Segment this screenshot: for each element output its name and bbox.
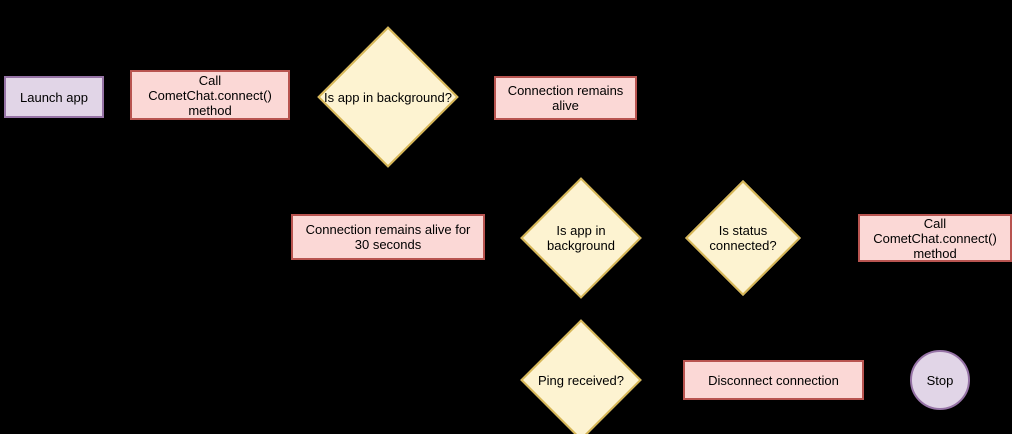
edge-ping-to-disconnect (638, 380, 683, 381)
edge-decision1-down (388, 168, 389, 186)
arrowhead-ping-to-disconnect (677, 376, 683, 384)
node-connect-method-2-label: Call CometChat.connect() method (873, 215, 997, 261)
node-connection-alive-label: Connection remains alive (507, 83, 624, 113)
arrowhead-decision3-to-connect2 (852, 234, 858, 242)
arrowhead-decision1-to-alive (488, 93, 494, 101)
node-disconnect-connection-label: Disconnect connection (708, 372, 839, 388)
decision-diamond-shape (685, 180, 801, 296)
arrowhead-disconnect-to-stop (904, 376, 910, 384)
decision-diamond-shape (520, 319, 642, 434)
node-disconnect-connection[interactable]: Disconnect connection (683, 360, 864, 400)
node-launch-app-label: Launch app (20, 89, 88, 105)
node-ping-received[interactable]: Ping received? (520, 319, 642, 434)
node-is-app-background-1[interactable]: Is app in background? (317, 26, 459, 168)
node-connect-method-2[interactable]: Call CometChat.connect() method (858, 214, 1012, 262)
node-connect-method-1[interactable]: Call CometChat.connect() method (130, 70, 290, 120)
edge-launch-to-connect (104, 97, 130, 98)
node-is-status-connected[interactable]: Is status connected? (685, 180, 801, 296)
decision-diamond-shape (317, 26, 459, 168)
edge-disconnect-to-stop (864, 380, 910, 381)
node-launch-app[interactable]: Launch app (4, 76, 104, 118)
arrowhead-launch-to-connect (124, 93, 130, 101)
node-stop[interactable]: Stop (910, 350, 970, 410)
node-stop-label: Stop (926, 372, 954, 388)
node-connect-method-1-label: Call CometChat.connect() method (148, 72, 272, 118)
node-connection-alive-30s-label: Connection remains alive for 30 seconds (305, 222, 471, 252)
decision-diamond-shape (520, 177, 642, 299)
edge-connect-to-decision1 (290, 97, 320, 98)
edge-decision2-to-decision3 (645, 238, 701, 239)
edge-decision2-to-ping (581, 300, 582, 328)
edge-decision1-to-alive (456, 97, 494, 98)
edge-alive30-to-decision2 (486, 238, 516, 239)
node-is-app-background-2[interactable]: Is app in background (520, 177, 642, 299)
edge-decision3-to-connect2 (786, 238, 858, 239)
node-connection-alive[interactable]: Connection remains alive (494, 76, 637, 120)
arrowhead-connect-to-decision1 (314, 93, 320, 101)
node-connection-alive-30s[interactable]: Connection remains alive for 30 seconds (291, 214, 485, 260)
